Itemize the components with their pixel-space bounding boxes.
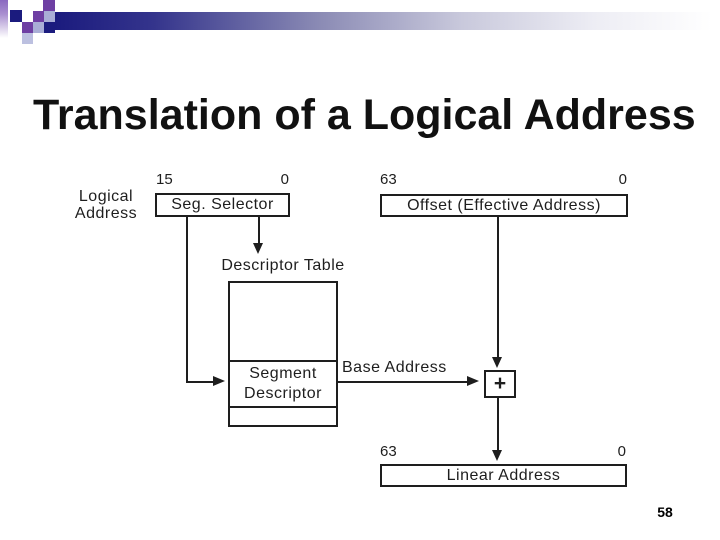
deco-square [33,11,44,22]
seg-selector-box: Seg. Selector [155,193,290,217]
seg-selector-to-descriptor-line-vertical [186,215,188,383]
arrow-into-adder-icon [467,376,479,386]
adder-box: + [484,370,516,398]
logical-address-label: Logical Address [74,188,138,222]
deco-square [10,10,22,22]
offset-bit-high: 63 [380,171,397,188]
linear-bit-high: 63 [380,443,397,460]
seg-selector-to-descriptor-line-horizontal [186,381,214,383]
arrow-offset-into-adder-icon [492,357,502,368]
offset-bit-low: 0 [618,171,627,188]
deco-square [44,22,55,33]
descriptor-table-box [228,281,338,427]
linear-address-box: Linear Address [380,464,627,487]
deco-square [22,33,33,44]
seg-selector-to-table-line [258,215,260,244]
arrow-into-linear-address-icon [492,450,502,461]
seg-selector-bit-low: 0 [280,171,289,188]
base-address-label: Base Address [342,359,447,376]
offset-to-adder-line [497,216,499,358]
descriptor-table-divider-top [230,360,336,362]
deco-left-strip [0,0,8,40]
adder-to-linear-line [497,397,499,451]
page-number: 58 [657,504,673,520]
descriptor-table-divider-bottom [230,406,336,408]
deco-square [22,22,33,33]
deco-square [44,11,55,22]
deco-gradient-bar [55,12,712,30]
seg-selector-bits: 15 0 [156,171,289,188]
base-address-line [338,381,468,383]
deco-square [43,0,55,12]
arrow-into-segment-descriptor-icon [213,376,225,386]
page-title: Translation of a Logical Address [33,90,696,139]
descriptor-table-label: Descriptor Table [221,257,345,274]
segment-descriptor-label: Segment Descriptor [244,365,322,402]
linear-address-bits: 63 0 [380,443,626,460]
offset-box: Offset (Effective Address) [380,194,628,217]
arrow-into-descriptor-table-icon [253,243,263,254]
linear-bit-low: 0 [617,443,626,460]
seg-selector-bit-high: 15 [156,171,173,188]
deco-square [33,22,44,33]
offset-bits: 63 0 [380,171,627,188]
